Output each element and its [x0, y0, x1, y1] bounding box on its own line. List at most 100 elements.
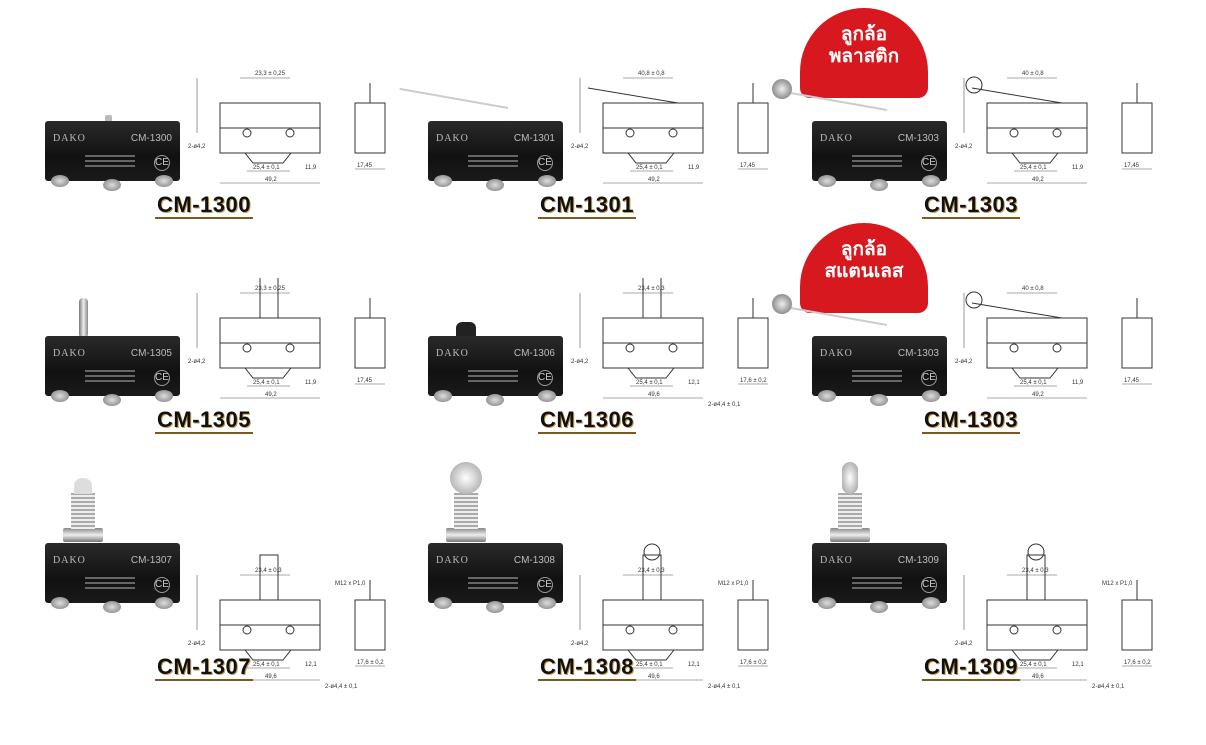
brand-logo: DAKO [820, 133, 853, 144]
dim-hole-label: 2-ø4,4 ± 0,1 [1092, 684, 1125, 690]
dim-top-label: 40 ± 0,8 [1022, 286, 1044, 292]
mount-hole [668, 343, 678, 353]
terminal-screw-icon [538, 390, 556, 402]
dim-width-label: 49,2 [1032, 177, 1044, 183]
dim-top-label: 23,3 ± 0,25 [255, 71, 286, 77]
drawing-base [220, 649, 320, 661]
terminal-screw-icon [434, 597, 452, 609]
drawing-side-view [737, 317, 769, 369]
drawing-roller [965, 291, 983, 309]
thread-icon [454, 493, 478, 529]
dim-pos-label: 11,9 [305, 380, 317, 386]
dim-bottom-label: 25,4 ± 0,1 [636, 380, 663, 386]
dim-bottom-label: 25,4 ± 0,1 [253, 662, 280, 668]
drawing-body [602, 624, 704, 651]
drawing-svg: 23,4 ± 0,325,4 ± 0,149,617,6 ± 0,212,12-… [188, 554, 386, 690]
roller-wheel-icon [772, 79, 792, 99]
terminal-screw-icon [870, 179, 888, 191]
brand-logo: DAKO [53, 133, 86, 144]
drawing-actuator [642, 272, 662, 319]
spec-print [85, 577, 135, 579]
drawing-roller [1027, 543, 1045, 561]
dim-side-label: 17,45 [1124, 378, 1140, 384]
dim-bottom-label: 25,4 ± 0,1 [253, 165, 280, 171]
model-label[interactable]: CM-1301 [538, 192, 636, 219]
mount-hole [1052, 625, 1062, 635]
hole-label: 2-ø4,2 [955, 641, 973, 647]
drawing-side-view [737, 599, 769, 651]
dim-hole-label: 2-ø4,4 ± 0,1 [708, 402, 741, 408]
dim-pos-label: 11,9 [1072, 165, 1084, 171]
mount-hole [668, 625, 678, 635]
drawing-lever [971, 302, 1063, 319]
spec-print [468, 370, 518, 372]
model-label[interactable]: CM-1300 [155, 192, 253, 219]
plunger-tip-icon [74, 478, 92, 494]
button-plunger-icon [456, 322, 476, 338]
body-model-text: CM-1309 [897, 555, 939, 566]
terminal-screw-icon [870, 394, 888, 406]
spec-print [852, 577, 902, 579]
model-label[interactable]: CM-1303 [922, 407, 1020, 434]
drawing-body-top [219, 317, 321, 344]
terminal-screw-icon [818, 390, 836, 402]
brand-logo: DAKO [820, 348, 853, 359]
mount-hole [625, 128, 635, 138]
terminal-screw-icon [870, 601, 888, 613]
mount-hole [625, 343, 635, 353]
dim-side-label: 17,6 ± 0,2 [740, 660, 767, 666]
model-label[interactable]: CM-1309 [922, 654, 1020, 681]
ce-mark-icon: CE [537, 370, 553, 386]
drawing-svg: 23,4 ± 0,325,4 ± 0,149,617,6 ± 0,212,12-… [571, 272, 769, 408]
dim-bottom-label: 25,4 ± 0,1 [1020, 380, 1047, 386]
model-label[interactable]: CM-1307 [155, 654, 253, 681]
spec-print [468, 155, 518, 157]
dim-top-label: 40 ± 0,8 [1022, 71, 1044, 77]
drawing-body [986, 342, 1088, 369]
drawing-base [603, 367, 703, 379]
spec-print [852, 155, 902, 157]
badge-text: ลูกล้อ [840, 239, 888, 260]
terminal-screw-icon [103, 179, 121, 191]
model-label[interactable]: CM-1305 [155, 407, 253, 434]
hole-label: 2-ø4,2 [955, 359, 973, 365]
model-label[interactable]: CM-1306 [538, 407, 636, 434]
badge-text: ลูกล้อ [840, 24, 888, 45]
model-label[interactable]: CM-1308 [538, 654, 636, 681]
thread-label: M12 x P1,0 [335, 581, 366, 587]
thread-label: M12 x P1,0 [718, 581, 749, 587]
ce-mark-icon: CE [537, 577, 553, 593]
model-label[interactable]: CM-1303 [922, 192, 1020, 219]
panel-mount-roller-icon [446, 462, 486, 548]
brand-logo: DAKO [436, 555, 469, 566]
roller-wheel-icon [450, 462, 482, 494]
drawing-actuator [259, 272, 279, 319]
dim-pos-label: 12,1 [305, 662, 317, 668]
mount-hole [1052, 343, 1062, 353]
dim-bottom-label: 25,4 ± 0,1 [636, 165, 663, 171]
dim-width-label: 49,6 [648, 674, 660, 680]
dim-width-label: 49,6 [648, 392, 660, 398]
badge-text: พลาสติก [828, 46, 900, 67]
terminal-screw-icon [434, 175, 452, 187]
hex-nut-icon [63, 528, 103, 542]
ce-mark-icon: CE [537, 155, 553, 171]
terminal-screw-icon [922, 390, 940, 402]
spec-print [468, 577, 518, 579]
